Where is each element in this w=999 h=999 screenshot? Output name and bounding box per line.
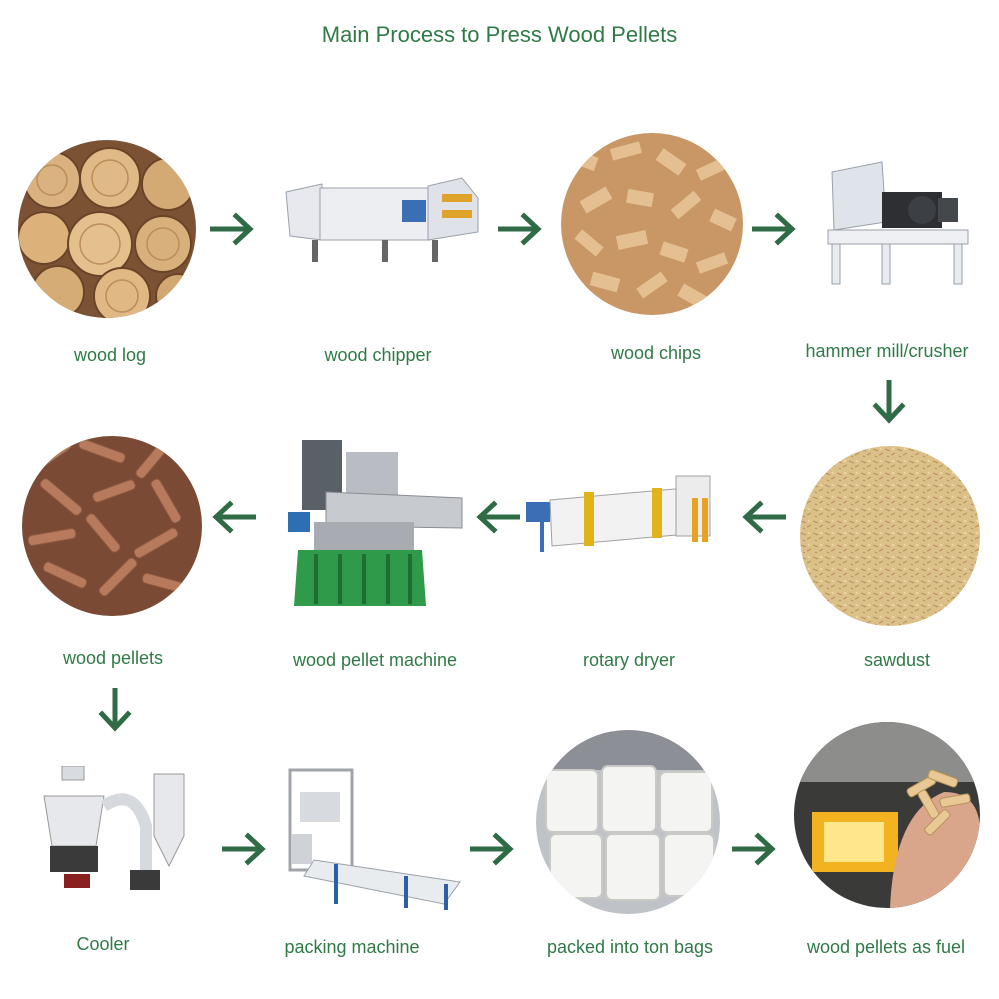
arrow-left-icon xyxy=(212,500,256,534)
arrow-right-icon xyxy=(732,832,776,866)
wood-chips-image xyxy=(561,133,743,315)
wood-log-image xyxy=(18,140,196,318)
arrow-left-icon xyxy=(476,500,520,534)
step-label-wood-chips: wood chips xyxy=(610,343,702,363)
step-label-wood-pellets: wood pellets xyxy=(62,648,164,668)
arrow-right-icon xyxy=(222,832,266,866)
step-label-wood-log: wood log xyxy=(73,345,147,365)
wood-pellets-image xyxy=(22,436,202,616)
packing-machine-image xyxy=(284,764,462,914)
step-label-ton-bags: packed into ton bags xyxy=(546,937,714,957)
diagram-title: Main Process to Press Wood Pellets xyxy=(321,22,678,47)
step-label-pellets-as-fuel: wood pellets as fuel xyxy=(806,937,966,957)
sawdust-image xyxy=(800,446,980,626)
arrow-right-icon xyxy=(498,212,542,246)
cooler-image xyxy=(34,765,200,898)
pellets-as-fuel-image xyxy=(794,722,980,908)
rotary-dryer-image xyxy=(526,468,732,564)
step-label-packing-machine: packing machine xyxy=(284,937,420,957)
arrow-right-icon xyxy=(470,832,514,866)
hammer-mill-image xyxy=(822,152,972,292)
wood-pellet-machine-image xyxy=(286,438,464,612)
step-label-rotary-dryer: rotary dryer xyxy=(582,650,676,670)
arrow-right-icon xyxy=(752,212,796,246)
step-label-wood-chipper: wood chipper xyxy=(324,345,432,365)
arrow-left-icon xyxy=(742,500,786,534)
step-label-hammer-mill: hammer mill/crusher xyxy=(805,341,969,361)
step-label-wood-pellet-machine: wood pellet machine xyxy=(292,650,458,670)
arrow-down-icon xyxy=(872,380,906,424)
step-label-sawdust: sawdust xyxy=(863,650,931,670)
step-label-cooler: Cooler xyxy=(76,934,130,954)
ton-bags-image xyxy=(536,730,720,914)
arrow-down-icon xyxy=(98,688,132,732)
wood-chipper-image xyxy=(282,170,482,270)
arrow-right-icon xyxy=(210,212,254,246)
